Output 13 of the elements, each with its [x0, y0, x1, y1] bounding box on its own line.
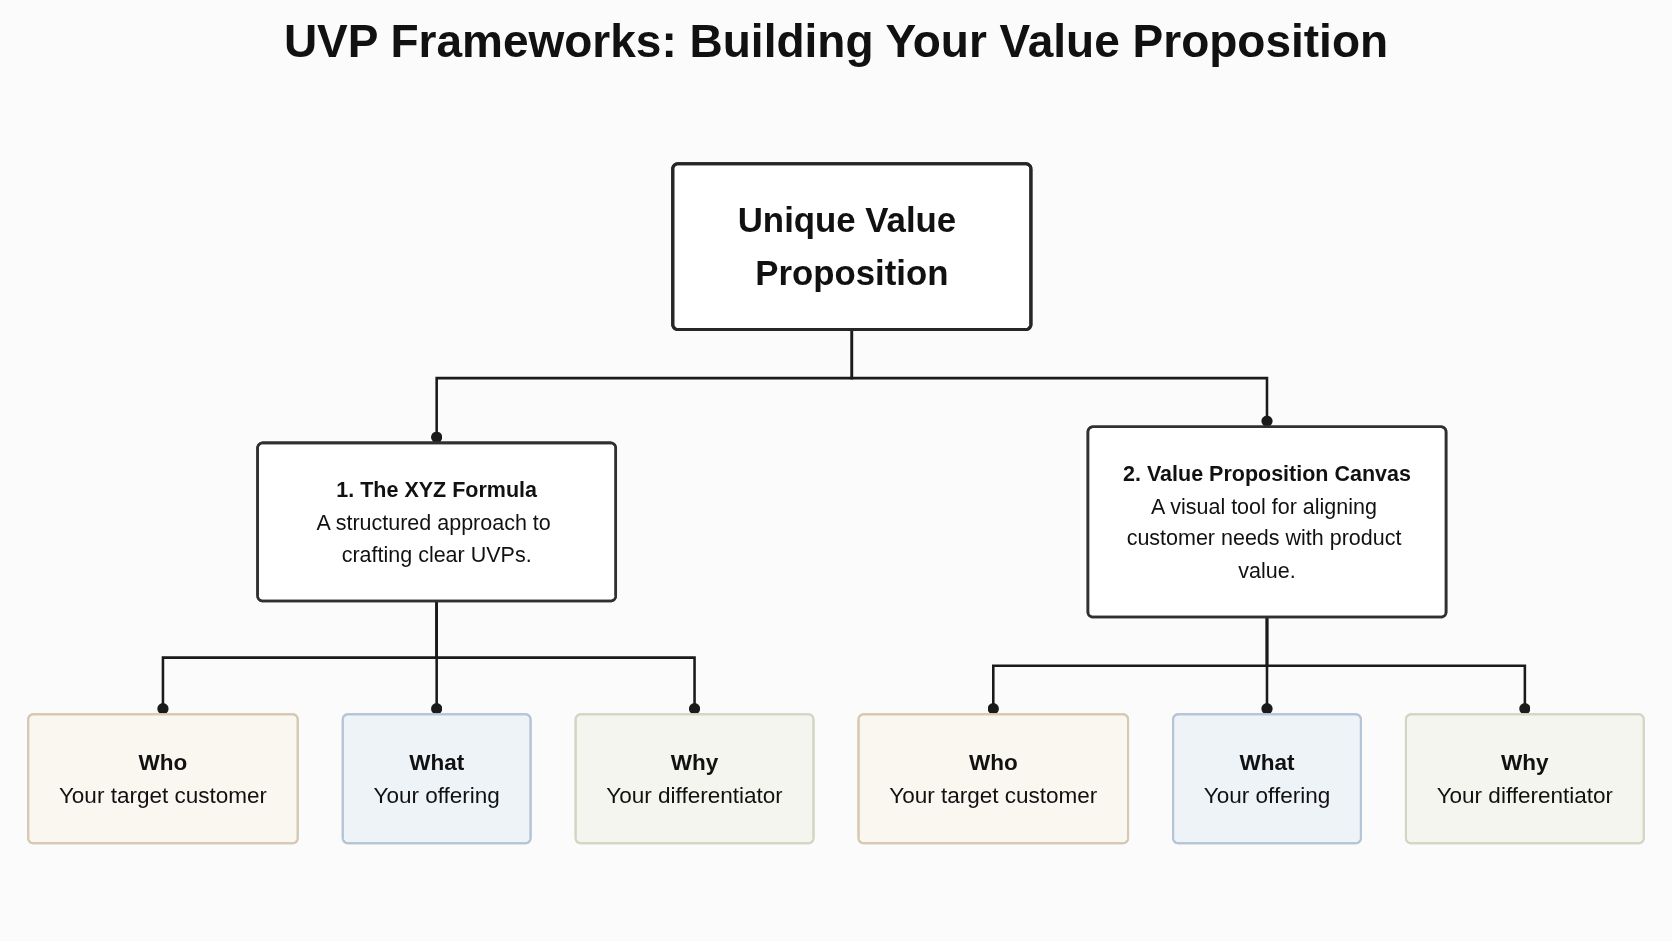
- rounded-box: Who Your target customer: [27, 713, 299, 845]
- rounded-box: What Your offering: [1172, 713, 1362, 845]
- rounded-box: What Your offering: [341, 713, 532, 845]
- connector-line: [435, 600, 701, 715]
- rounded-box: Unique Value Proposition: [671, 162, 1033, 332]
- rounded-box: Who Your target customer: [857, 713, 1130, 845]
- diagram-title: UVP Frameworks: Building Your Value Proposition: [283, 14, 1389, 68]
- rounded-box: 2. Value Proposition Canvas A visual tool for aligning customer needs with product value.: [1086, 425, 1448, 619]
- rounded-box: Why Your differentiator: [1404, 713, 1645, 845]
- rounded-box: 1. The XYZ Formula A structured approach to crafting clear UVPs.: [256, 441, 617, 603]
- connector-line: [1265, 617, 1531, 715]
- connector-line: [850, 329, 1273, 427]
- rounded-box: Why Your differentiator: [574, 713, 815, 845]
